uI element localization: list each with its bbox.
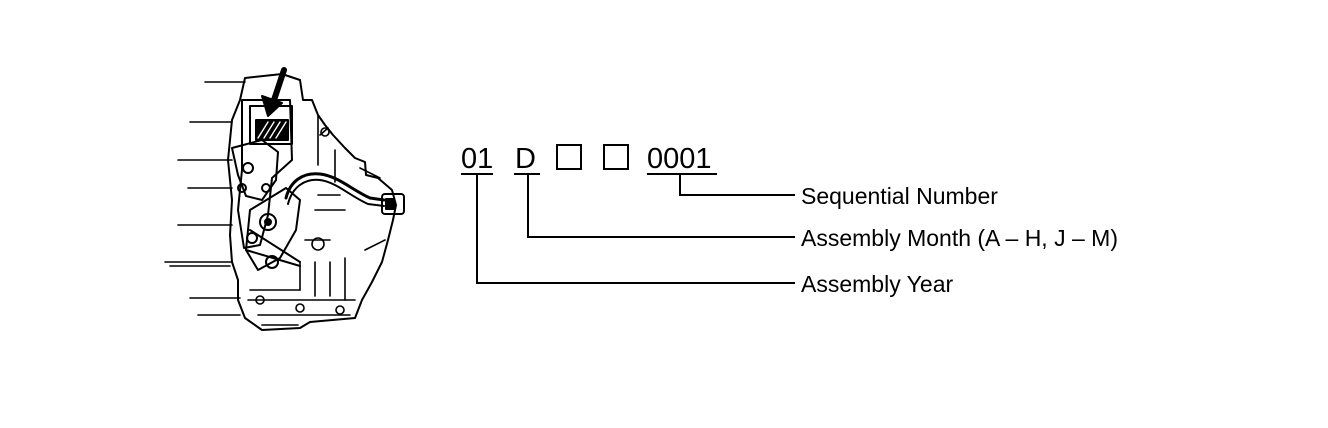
- leader-year: [476, 174, 795, 284]
- serial-stamp-area: [255, 119, 289, 141]
- code-box-1: [556, 144, 582, 170]
- housing-outline: [227, 73, 397, 331]
- serial-code: 01 D 0001: [461, 143, 717, 175]
- label-sequential-number: Sequential Number: [801, 183, 998, 209]
- case-detail-lines: [247, 114, 386, 326]
- transaxle-illustration: [164, 67, 405, 331]
- leader-month: [527, 174, 795, 238]
- code-serial: 0001: [647, 143, 712, 175]
- mounting-hatch-lines: [164, 81, 246, 316]
- leader-sequential: [679, 174, 795, 196]
- arrow-icon: [261, 67, 287, 117]
- legend-labels: Sequential Number Assembly Month (A – H,…: [801, 183, 1118, 297]
- leader-lines: [476, 174, 795, 284]
- code-year: 01: [461, 143, 493, 175]
- code-plant: D: [515, 143, 536, 175]
- label-assembly-month: Assembly Month (A – H, J – M): [801, 225, 1118, 251]
- code-box-2: [603, 144, 629, 170]
- connector: [381, 193, 405, 215]
- wire-harness: [284, 172, 386, 202]
- label-assembly-year: Assembly Year: [801, 271, 953, 297]
